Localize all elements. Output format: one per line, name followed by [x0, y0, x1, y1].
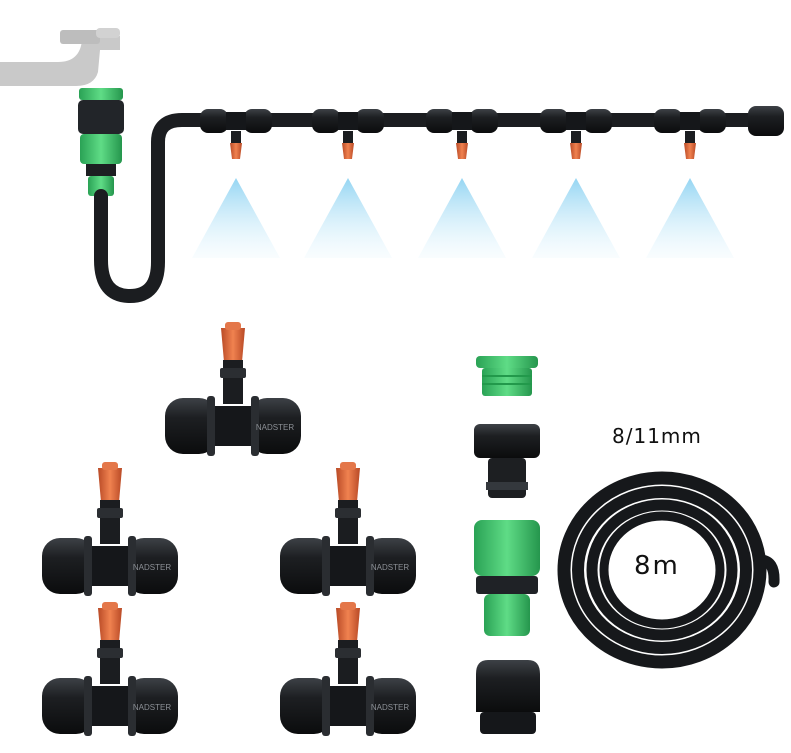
tap-adapter-part: [474, 424, 540, 498]
coil-center: [614, 522, 710, 618]
faucet-icon: [0, 28, 120, 86]
quick-connector-part: [474, 520, 540, 636]
tube-length-label: 8m: [634, 551, 680, 581]
threaded-adapter-part: [476, 356, 538, 396]
tube-diameter-label: 8/11mm: [612, 424, 702, 448]
spray-cone-icon: [192, 178, 734, 258]
tee-connector-part: [42, 322, 416, 736]
end-plug-part: [476, 660, 540, 734]
main-pipe: [94, 113, 777, 304]
hose-quick-connector: [78, 88, 124, 196]
coiled-tube: [557, 471, 780, 669]
pipe-end-cap: [748, 106, 784, 136]
